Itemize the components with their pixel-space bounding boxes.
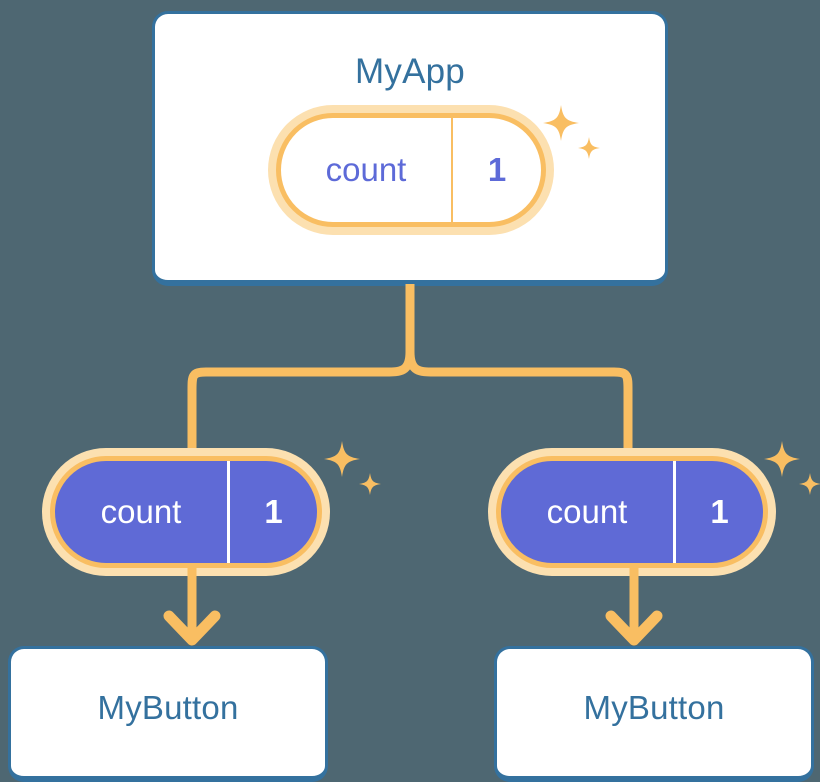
mybutton-card-right[interactable]: MyButton bbox=[494, 646, 814, 782]
mybutton-card-title-left: MyButton bbox=[97, 689, 239, 726]
myapp-card-title: MyApp bbox=[355, 52, 465, 91]
child-state-value-left: 1 bbox=[227, 461, 317, 563]
mybutton-card-left[interactable]: MyButton bbox=[8, 646, 328, 782]
sparkles-icon bbox=[758, 437, 820, 507]
child-state-pill-right[interactable]: count 1 bbox=[496, 456, 768, 568]
sparkles-icon bbox=[318, 437, 388, 507]
child-state-key-right: count bbox=[546, 493, 628, 530]
myapp-state-value: 1 bbox=[451, 118, 541, 222]
arrow-down-icon bbox=[147, 566, 237, 652]
myapp-state-key: count bbox=[325, 151, 407, 188]
arrow-down-icon bbox=[589, 566, 679, 652]
myapp-state-pill[interactable]: count 1 bbox=[276, 113, 546, 227]
child-state-value-right: 1 bbox=[673, 461, 763, 563]
tree-branch-connector bbox=[160, 284, 660, 479]
mybutton-card-title-right: MyButton bbox=[583, 689, 725, 726]
child-state-key-left: count bbox=[100, 493, 182, 530]
child-state-pill-left[interactable]: count 1 bbox=[50, 456, 322, 568]
